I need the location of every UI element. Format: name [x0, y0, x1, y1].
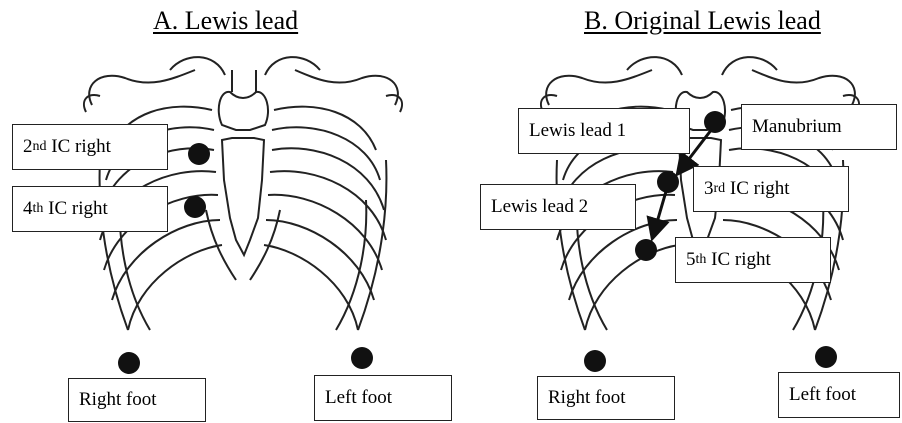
electrode-2nd-ic-right: [188, 143, 210, 165]
label-right-foot-b: Right foot: [537, 376, 675, 420]
electrode-left-foot-a: [351, 347, 373, 369]
panel-b-title: B. Original Lewis lead: [584, 6, 821, 36]
electrode-right-foot-b: [584, 350, 606, 372]
electrode-manubrium: [704, 111, 726, 133]
ic2-number: 2: [23, 136, 33, 158]
ic5-number: 5: [686, 249, 696, 271]
label-lewis-lead-1: Lewis lead 1: [518, 108, 690, 154]
electrode-right-foot-a: [118, 352, 140, 374]
label-lewis-lead-2: Lewis lead 2: [480, 184, 636, 230]
label-right-foot-a: Right foot: [68, 378, 206, 422]
ic5-text: IC right: [706, 249, 770, 271]
electrode-5th-ic-right: [635, 239, 657, 261]
label-left-foot-b: Left foot: [778, 372, 900, 418]
label-left-foot-a: Left foot: [314, 375, 452, 421]
electrode-3rd-ic-right: [657, 171, 679, 193]
ic3-number: 3: [704, 178, 714, 200]
electrode-left-foot-b: [815, 346, 837, 368]
label-manubrium: Manubrium: [741, 104, 897, 150]
ic4-number: 4: [23, 198, 33, 220]
electrode-4th-ic-right: [184, 196, 206, 218]
ic3-text: IC right: [725, 178, 789, 200]
panel-a-title: A. Lewis lead: [153, 6, 298, 36]
ic2-text: IC right: [47, 136, 111, 158]
ic4-text: IC right: [43, 198, 107, 220]
ic4-ordinal: th: [33, 201, 44, 217]
ic3-ordinal: rd: [714, 181, 726, 197]
ic2-ordinal: nd: [33, 139, 47, 155]
ic5-ordinal: th: [696, 252, 707, 268]
panel-b-original-lewis-lead: B. Original Lewis lead Lewis lead 1 Manu…: [451, 0, 902, 423]
